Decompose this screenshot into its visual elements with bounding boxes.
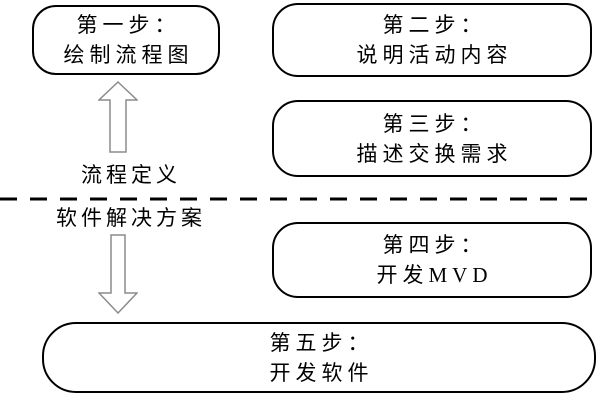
step3-title: 第三步： xyxy=(382,111,487,136)
step1-description: 绘制流程图 xyxy=(63,43,194,67)
step5-box: 第五步： 开发软件 xyxy=(42,322,596,393)
step3-description: 描述交换需求 xyxy=(356,141,513,166)
step1-title: 第一步： xyxy=(76,13,181,37)
step3-box: 第三步： 描述交换需求 xyxy=(272,100,592,177)
step4-title: 第四步： xyxy=(382,233,487,257)
step4-box: 第四步： 开发MVD xyxy=(272,222,592,298)
down-arrow-icon xyxy=(98,234,138,314)
dashed-divider-line xyxy=(0,197,600,201)
up-arrow-icon xyxy=(98,81,138,153)
step4-description: 开发MVD xyxy=(376,263,493,287)
step5-description: 开发软件 xyxy=(269,360,374,385)
step1-box: 第一步： 绘制流程图 xyxy=(32,5,220,75)
step2-box: 第二步： 说明活动内容 xyxy=(272,3,592,77)
step2-title: 第二步： xyxy=(382,13,487,37)
zone-label-process-definition: 流程定义 xyxy=(81,163,181,187)
zone-label-software-solution: 软件解决方案 xyxy=(56,206,206,230)
step5-title: 第五步： xyxy=(269,330,374,355)
step2-description: 说明活动内容 xyxy=(356,43,513,67)
